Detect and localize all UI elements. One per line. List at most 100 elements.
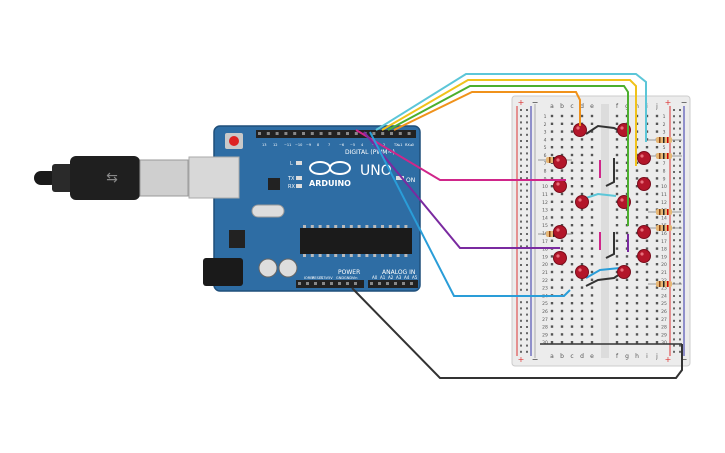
- breadboard-hole[interactable]: [570, 208, 574, 211]
- breadboard-hole[interactable]: [635, 302, 639, 305]
- rail-hole[interactable]: [526, 338, 528, 341]
- breadboard-hole[interactable]: [655, 325, 659, 328]
- breadboard-hole[interactable]: [655, 247, 659, 250]
- wire-cyan[interactable]: [375, 73, 647, 142]
- rail-hole[interactable]: [520, 133, 522, 136]
- breadboard-hole[interactable]: [590, 177, 594, 180]
- rail-hole[interactable]: [520, 146, 522, 149]
- breadboard-hole[interactable]: [655, 302, 659, 305]
- rail-hole[interactable]: [526, 257, 528, 260]
- breadboard-hole[interactable]: [570, 231, 574, 235]
- breadboard-hole[interactable]: [635, 263, 639, 266]
- breadboard-hole[interactable]: [570, 333, 574, 336]
- rail-hole[interactable]: [673, 214, 675, 217]
- breadboard-hole[interactable]: [615, 309, 619, 313]
- led[interactable]: [575, 195, 589, 209]
- rail-hole[interactable]: [679, 189, 681, 192]
- breadboard-hole[interactable]: [560, 302, 564, 305]
- rail-hole[interactable]: [520, 288, 522, 291]
- breadboard-hole[interactable]: [615, 146, 619, 149]
- breadboard-hole[interactable]: [570, 309, 574, 313]
- header-pin[interactable]: [354, 132, 358, 135]
- rail-hole[interactable]: [520, 233, 522, 235]
- breadboard-hole[interactable]: [580, 302, 584, 305]
- rail-hole[interactable]: [526, 307, 528, 310]
- breadboard-hole[interactable]: [550, 138, 554, 141]
- breadboard-hole[interactable]: [615, 302, 619, 305]
- breadboard-hole[interactable]: [635, 216, 639, 219]
- rail-hole[interactable]: [679, 239, 681, 242]
- breadboard-hole[interactable]: [550, 146, 554, 149]
- breadboard-hole[interactable]: [590, 333, 594, 336]
- breadboard-hole[interactable]: [560, 122, 564, 125]
- rail-hole[interactable]: [526, 233, 528, 235]
- rail-hole[interactable]: [673, 220, 675, 223]
- rail-hole[interactable]: [679, 264, 681, 266]
- breadboard-hole[interactable]: [570, 270, 574, 274]
- header-pin[interactable]: [258, 132, 261, 135]
- breadboard-hole[interactable]: [635, 317, 639, 320]
- rail-hole[interactable]: [679, 152, 681, 155]
- rail-hole[interactable]: [673, 140, 675, 142]
- breadboard-hole[interactable]: [560, 270, 564, 274]
- rail-hole[interactable]: [673, 202, 675, 204]
- header-pin[interactable]: [402, 282, 405, 285]
- breadboard-hole[interactable]: [615, 216, 619, 219]
- rail-hole[interactable]: [679, 319, 681, 322]
- breadboard-hole[interactable]: [590, 216, 594, 219]
- breadboard-hole[interactable]: [550, 286, 554, 289]
- rail-hole[interactable]: [520, 313, 522, 316]
- breadboard-hole[interactable]: [625, 294, 629, 297]
- breadboard-hole[interactable]: [570, 294, 574, 297]
- header-pin[interactable]: [398, 132, 402, 135]
- breadboard-hole[interactable]: [570, 224, 574, 227]
- breadboard-hole[interactable]: [590, 192, 594, 196]
- rail-hole[interactable]: [526, 344, 528, 347]
- header-pin[interactable]: [370, 282, 373, 285]
- breadboard-hole[interactable]: [645, 333, 649, 336]
- breadboard-hole[interactable]: [590, 294, 594, 297]
- rail-hole[interactable]: [526, 177, 528, 180]
- breadboard-hole[interactable]: [615, 333, 619, 336]
- breadboard-hole[interactable]: [615, 231, 619, 235]
- breadboard-hole[interactable]: [655, 146, 659, 149]
- rail-hole[interactable]: [679, 202, 681, 204]
- rail-hole[interactable]: [526, 183, 528, 186]
- breadboard-hole[interactable]: [590, 239, 594, 242]
- breadboard-hole[interactable]: [560, 130, 564, 133]
- breadboard-hole[interactable]: [570, 114, 574, 118]
- breadboard-hole[interactable]: [635, 286, 639, 289]
- rail-hole[interactable]: [526, 239, 528, 242]
- breadboard-hole[interactable]: [635, 192, 639, 196]
- breadboard-hole[interactable]: [655, 231, 659, 235]
- breadboard-hole[interactable]: [615, 247, 619, 250]
- breadboard-hole[interactable]: [590, 138, 594, 141]
- breadboard-hole[interactable]: [615, 169, 619, 172]
- breadboard-hole[interactable]: [590, 270, 594, 274]
- breadboard-hole[interactable]: [550, 317, 554, 320]
- breadboard-hole[interactable]: [645, 325, 649, 328]
- header-pin[interactable]: [284, 132, 288, 135]
- breadboard-hole[interactable]: [570, 263, 574, 266]
- breadboard-hole[interactable]: [645, 239, 649, 242]
- breadboard-hole[interactable]: [560, 341, 564, 344]
- rail-hole[interactable]: [679, 214, 681, 217]
- breadboard-hole[interactable]: [580, 231, 584, 235]
- header-pin[interactable]: [319, 132, 323, 135]
- breadboard-hole[interactable]: [615, 317, 619, 320]
- rail-hole[interactable]: [679, 288, 681, 291]
- breadboard-hole[interactable]: [560, 317, 564, 320]
- breadboard-hole[interactable]: [615, 263, 619, 266]
- breadboard-hole[interactable]: [635, 239, 639, 242]
- breadboard-hole[interactable]: [550, 130, 554, 133]
- header-pin[interactable]: [381, 132, 385, 135]
- breadboard-hole[interactable]: [635, 341, 639, 344]
- rail-hole[interactable]: [679, 208, 681, 211]
- breadboard-hole[interactable]: [625, 325, 629, 328]
- breadboard-hole[interactable]: [655, 200, 659, 203]
- breadboard-hole[interactable]: [615, 278, 619, 281]
- rail-hole[interactable]: [679, 183, 681, 186]
- header-pin[interactable]: [328, 132, 332, 135]
- breadboard-hole[interactable]: [570, 239, 574, 242]
- rail-hole[interactable]: [673, 270, 675, 273]
